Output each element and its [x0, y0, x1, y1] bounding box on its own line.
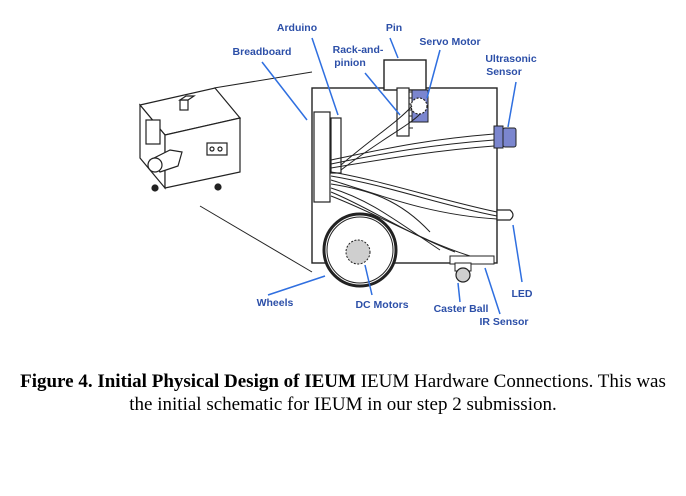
rack [396, 87, 410, 137]
label-breadboard: Breadboard [233, 46, 292, 58]
caster-ball [455, 267, 471, 283]
label-ir-sensor: IR Sensor [479, 316, 528, 328]
pin [383, 59, 427, 91]
led [496, 209, 514, 221]
caption-bold: Figure 4. Initial Physical Design of IEU… [20, 371, 356, 392]
ir-sensor [449, 255, 495, 265]
label-ultrasonic-line1: Ultrasonic [485, 53, 537, 65]
label-rack-line2: pinion [334, 57, 366, 69]
label-arduino: Arduino [277, 22, 317, 34]
wires [330, 105, 498, 257]
label-servo-motor: Servo Motor [419, 36, 480, 48]
label-wheels: Wheels [257, 297, 294, 309]
label-ultrasonic-line2: Sensor [486, 66, 522, 78]
ultrasonic-sensor [502, 127, 517, 148]
projection-line-top [213, 71, 313, 89]
caption-text: IEUM Hardware Connections. This was the … [129, 371, 666, 415]
pinion-gear [410, 97, 428, 115]
leader-lines [261, 37, 523, 315]
figure-caption: Figure 4. Initial Physical Design of IEU… [20, 370, 666, 416]
label-rack-line1: Rack-and- [333, 44, 384, 56]
arduino [330, 117, 342, 174]
hardware-schematic-diagram: Arduino Pin Breadboard Rack-and- pinion … [138, 22, 537, 328]
breadboard [313, 111, 331, 203]
isometric-box-view [138, 87, 242, 192]
dc-motor [345, 239, 371, 265]
label-pin: Pin [386, 22, 402, 34]
label-caster-ball: Caster Ball [434, 303, 489, 315]
label-led: LED [512, 288, 533, 300]
ultrasonic-sensor-mount [493, 125, 504, 149]
label-dc-motors: DC Motors [355, 299, 408, 311]
projection-line-bottom [199, 205, 313, 273]
